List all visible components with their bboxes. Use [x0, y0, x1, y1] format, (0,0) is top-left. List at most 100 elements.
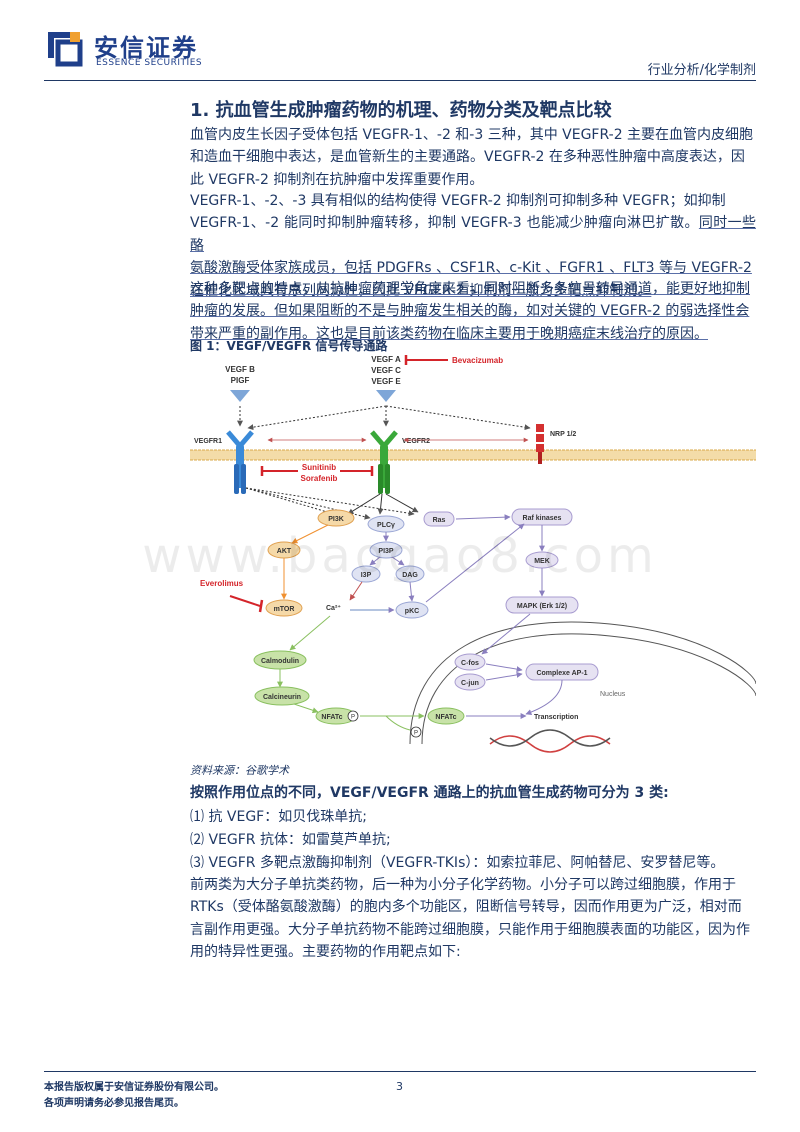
figure-source: 资料来源：谷歌学术: [190, 764, 289, 777]
arrow: [247, 405, 387, 431]
page-number: 3: [396, 1080, 403, 1093]
label-i3p: I3P: [361, 572, 372, 579]
label-ras: Ras: [433, 517, 446, 524]
node-i3p: I3P: [351, 565, 381, 583]
node-pkc: pKC: [395, 601, 429, 619]
dna-helix-icon: [489, 729, 611, 753]
text-line: 此 VEGFR-2 抑制剂在抗肿瘤中发挥重要作用。: [190, 171, 484, 188]
text-line: 和造血干细胞中表达，是血管新生的主要通路。VEGFR-2 在多种恶性肿瘤中高度表…: [190, 149, 745, 166]
nucleus-membrane: [421, 633, 756, 745]
underlined-line: 这种多靶点的特点，从抗肿瘤药理学角度来看，同时阻断多条信号转导通道，能更好地抑制: [190, 281, 750, 297]
node-pi3p: PI3P: [369, 541, 403, 559]
paragraph-2: VEGFR-1、-2、-3 具有相似的结构使得 VEGFR-2 抑制剂可抑制多种…: [190, 190, 756, 302]
label-vegfr1: VEGFR1: [194, 438, 222, 445]
node-calmodulin: Calmodulin: [253, 650, 307, 670]
nucleus-membrane: [409, 621, 756, 745]
paragraph-4: 前两类为大分子单抗类药物，后一种为小分子化学药物。小分子可以跨过细胞膜，作用于 …: [190, 874, 756, 964]
label-vegf-a: VEGF A: [371, 355, 401, 364]
cell-membrane: [190, 450, 756, 460]
watermark: www.baogao8.com: [142, 528, 658, 584]
report-category: 行业分析/化学制剂: [647, 63, 756, 78]
node-pi3k: PI3K: [317, 509, 355, 527]
node-nfatc: NFATc: [427, 707, 465, 725]
label-p: P: [414, 731, 418, 737]
arrow: [245, 487, 371, 520]
underlined-line: 肿瘤的发展。但如果阻断的不是与肿瘤发生相关的酶，如对关键的 VEGFR-2 的弱…: [190, 303, 750, 320]
node-raf: Raf kinases: [511, 508, 573, 526]
arrow: [385, 493, 419, 513]
vegfr2-receptor-icon: [370, 430, 398, 494]
inhibitor-bar: [258, 599, 264, 613]
label-calmodulin: Calmodulin: [261, 658, 299, 665]
text-line: VEGFR-1、-2、-3 具有相似的结构使得 VEGFR-2 抑制剂可抑制多种…: [190, 193, 726, 209]
node-mapk: MAPK (Erk 1/2): [505, 596, 579, 614]
underlined-line: 氨酸激酶受体家族成员，包括 PDGFRs 、CSF1R、c-Kit 、FGFR1…: [190, 260, 752, 277]
phosphate-icon: [347, 710, 359, 722]
label-dag: DAG: [402, 572, 418, 579]
arrow: [408, 581, 415, 602]
paragraph-1: 血管内皮生长因子受体包括 VEGFR-1、-2 和-3 三种，其中 VEGFR-…: [190, 124, 756, 191]
label-cjun: C-jun: [461, 680, 479, 687]
arrow: [425, 523, 525, 603]
label-nfatc: NFATc: [435, 714, 456, 721]
paragraph-3: 这种多靶点的特点，从抗肿瘤药理学角度来看，同时阻断多条信号转导通道，能更好地抑制…: [190, 278, 756, 345]
label-mtor: mTOR: [274, 606, 295, 613]
ligand-triangle-icon: [230, 390, 250, 402]
label-raf: Raf kinases: [523, 515, 562, 522]
logo-mark-icon: [48, 32, 83, 67]
text-line: 用的特异性更强。主要药物的作用靶点如下:: [190, 944, 461, 961]
arrow: [369, 556, 381, 566]
label-bevacizumab: Bevacizumab: [452, 356, 503, 365]
node-cjun: C-jun: [454, 673, 486, 691]
list-item: ⑵ VEGFR 抗体：如雷莫芦单抗;: [190, 832, 391, 848]
arrow: [455, 514, 511, 521]
node-calcineurin: Calcineurin: [254, 686, 310, 706]
label-nfatc-p: NFATc: [321, 714, 342, 721]
text-line: VEGFR-1、-2 能同时抑制肿瘤转移，抑制 VEGFR-3 也能减少肿瘤向淋…: [190, 212, 756, 257]
arrow: [525, 679, 563, 716]
arrow: [385, 715, 411, 731]
node-ap1: Complexe AP-1: [525, 663, 599, 681]
figure-title: 图 1：VEGF/VEGFR 信号传导通路: [190, 339, 388, 353]
arrow: [245, 487, 415, 517]
arrow: [485, 671, 523, 681]
logo-text-cn: 安信证券: [94, 34, 198, 62]
label-pkc: pKC: [405, 608, 419, 615]
node-nfatc-p: NFATc P: [315, 707, 359, 725]
logo-text-en: ESSENCE SECURITIES: [96, 58, 203, 68]
arrow: [291, 524, 329, 544]
arrow: [347, 493, 381, 515]
arrow: [349, 581, 363, 601]
label-vegf-b: VEGF B: [225, 365, 255, 374]
underlined-text: 同时一些酪: [190, 215, 756, 254]
text-line: 血管内皮生长因子受体包括 VEGFR-1、-2 和-3 三种，其中 VEGFR-…: [190, 127, 754, 143]
phosphate-icon: [410, 726, 422, 738]
label-p: P: [351, 715, 355, 721]
nrp-receptor-icon: [536, 424, 544, 464]
label-cfos: C-fos: [461, 660, 479, 667]
label-mek: MEK: [534, 558, 550, 565]
copyright-notice: 本报告版权属于安信证券股份有限公司。: [44, 1082, 224, 1093]
arrow: [485, 663, 523, 673]
text-line: 言副作用更强。大分子单抗药物不能跨过细胞膜，只能作用于细胞膜表面的功能区，因为作: [190, 921, 750, 938]
header-divider: [44, 80, 756, 81]
disclaimer-notice: 各项声明请务必参见报告尾页。: [44, 1098, 184, 1109]
label-transcription: Transcription: [534, 714, 578, 721]
vegf-signaling-diagram: VEGF B PIGF VEGF A VEGF C VEGF E Bevaciz…: [190, 355, 756, 753]
arrow: [391, 556, 405, 566]
label-sunitinib: Sunitinib: [302, 463, 336, 472]
node-cfos: C-fos: [454, 653, 486, 671]
label-pigf: PIGF: [231, 376, 250, 385]
arrow: [289, 615, 331, 651]
node-mtor: mTOR: [265, 599, 303, 617]
node-akt: AKT: [267, 541, 301, 559]
arrow: [385, 405, 531, 431]
label-calcineurin: Calcineurin: [263, 694, 301, 701]
ligand-triangle-icon: [376, 390, 396, 402]
label-nrp: NRP 1/2: [550, 431, 576, 438]
text-line: 前两类为大分子单抗类药物，后一种为小分子化学药物。小分子可以跨过细胞膜，作用于: [190, 877, 736, 893]
label-sorafenib: Sorafenib: [301, 474, 338, 483]
list-item: ⑶ VEGFR 多靶点激酶抑制剂（VEGFR-TKIs）：如索拉菲尼、阿帕替尼、…: [190, 855, 725, 871]
arrow: [293, 703, 319, 714]
label-plcy: PLCγ: [377, 522, 395, 529]
